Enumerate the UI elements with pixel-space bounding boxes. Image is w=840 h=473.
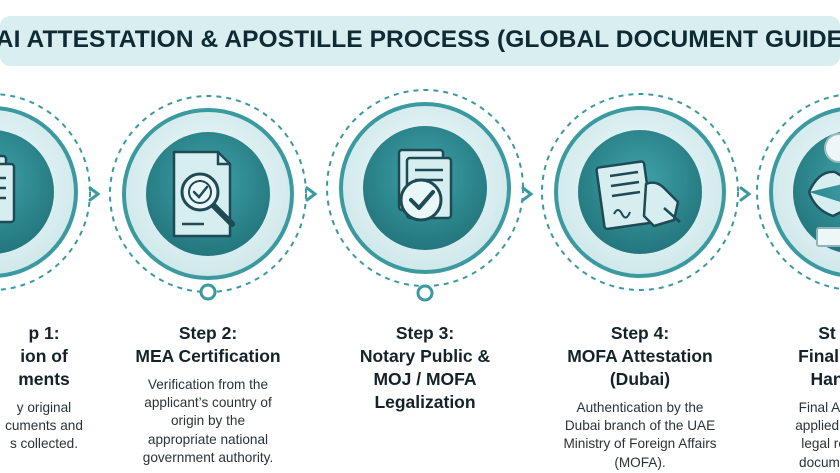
connector-dot <box>199 283 217 301</box>
step-3-heading: Step 3: Notary Public & MOJ / MOFA Legal… <box>359 323 491 412</box>
step-2-description: Verification from the applicant’s countr… <box>142 377 274 465</box>
step-node-5 <box>756 94 840 290</box>
flow-arrow <box>521 186 534 202</box>
step-5-text: St Final A Han Final Apo applied for leg… <box>752 322 840 472</box>
flow-arrow <box>88 186 101 202</box>
step-5-description: Final Apo applied for legal rec documen <box>795 400 840 470</box>
step-2-heading: Step 2: MEA Certification <box>135 323 281 366</box>
documents-checkmark-icon <box>397 148 453 222</box>
step-1-description: y original cuments and s collected. <box>5 400 83 452</box>
step-3-text: Step 3: Notary Public & MOJ / MOFA Legal… <box>325 322 525 422</box>
step-node-3 <box>326 89 524 302</box>
step-node-4 <box>541 93 739 291</box>
connector-dot <box>416 284 434 302</box>
diagram-title: BAI ATTESTATION & APOSTILLE PROCESS (GLO… <box>0 26 840 53</box>
document-stack-icon <box>0 154 16 224</box>
step-5-heading: St Final A Han <box>798 323 840 389</box>
step-2-text: Step 2: MEA Certification Verification f… <box>108 322 308 467</box>
step-4-heading: Step 4: MOFA Attestation (Dubai) <box>567 323 713 389</box>
flow-arrow <box>739 186 752 202</box>
handover-stamp-icon <box>807 133 840 247</box>
step-node-1 <box>0 93 91 291</box>
document-magnifier-check-icon <box>172 150 235 238</box>
step-4-text: Step 4: MOFA Attestation (Dubai) Authent… <box>540 322 740 472</box>
step-1-text: p 1: ion of ments y original cuments and… <box>0 322 144 454</box>
step-1-heading: p 1: ion of ments <box>18 323 70 389</box>
step-4-description: Authentication by the Dubai branch of th… <box>563 400 717 470</box>
step-node-2 <box>109 95 307 301</box>
flow-arrow <box>305 186 318 202</box>
title-banner: BAI ATTESTATION & APOSTILLE PROCESS (GLO… <box>0 16 840 66</box>
hand-signed-document-icon <box>595 160 681 231</box>
